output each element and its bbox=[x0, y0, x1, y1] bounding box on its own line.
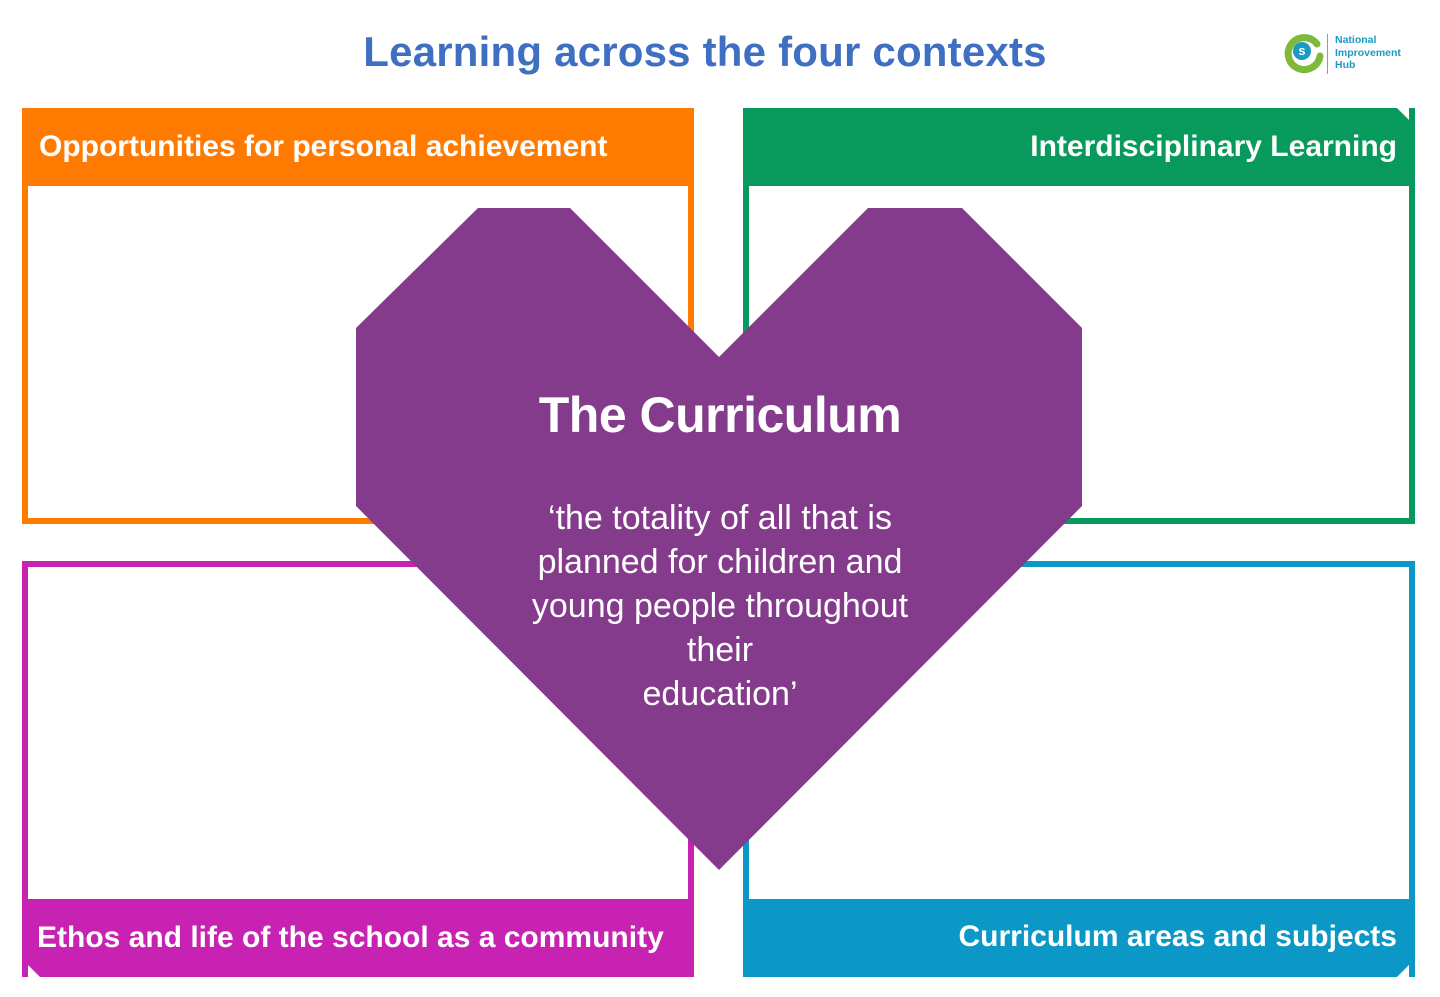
quote-line: planned for children and bbox=[537, 543, 903, 581]
context-panel-curriculum-areas: Curriculum areas and subjects bbox=[743, 561, 1415, 977]
curriculum-title: The Curriculum bbox=[538, 387, 902, 443]
curriculum-quote: ‘the totality of all that is planned for… bbox=[420, 496, 1020, 716]
quote-line: young people throughout bbox=[531, 587, 909, 625]
national-improvement-hub-logo: s National Improvement Hub bbox=[1284, 32, 1424, 76]
context-label-curriculum-areas: Curriculum areas and subjects bbox=[743, 899, 1415, 977]
logo-line-2: Improvement bbox=[1335, 46, 1401, 59]
context-label-ethos-and-life: Ethos and life of the school as a commun… bbox=[22, 899, 694, 977]
logo-divider bbox=[1327, 34, 1328, 74]
logo-line-1: National bbox=[1335, 34, 1377, 46]
logo-text: National Improvement Hub bbox=[1335, 34, 1401, 72]
context-label-interdisciplinary-learning: Interdisciplinary Learning bbox=[743, 108, 1415, 186]
page-title: Learning across the four contexts bbox=[363, 28, 1047, 75]
logo-mark-letter: s bbox=[1298, 43, 1305, 58]
education-scotland-logo-icon: s bbox=[1284, 34, 1324, 74]
quote-line: ‘the totality of all that is bbox=[548, 499, 892, 537]
context-label-personal-achievement: Opportunities for personal achievement bbox=[22, 108, 694, 186]
quote-line: education’ bbox=[642, 675, 798, 713]
logo-line-3: Hub bbox=[1335, 59, 1356, 71]
quote-line: their bbox=[686, 631, 754, 669]
